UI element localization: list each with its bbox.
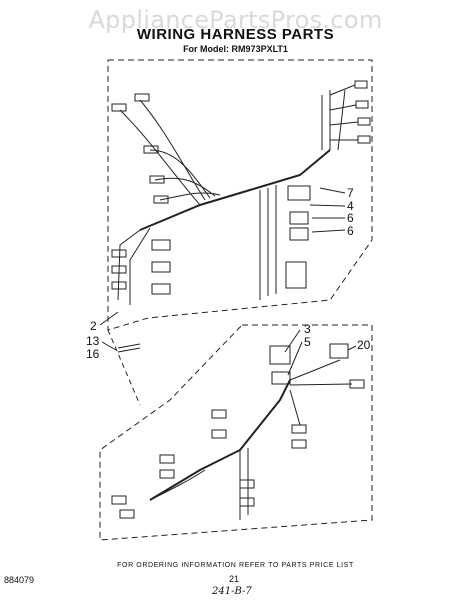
callout-label: 7 (347, 186, 354, 200)
document-number: 884079 (4, 575, 35, 585)
callout-label: 13 (86, 334, 100, 348)
page-number: 21 (229, 574, 240, 584)
handwritten-code: 241-B-7 (212, 586, 252, 597)
lower-main-bundle (149, 379, 291, 501)
callout-label: 20 (357, 338, 371, 352)
watermark: AppliancePartsPros.com (88, 6, 383, 34)
callout-label: 3 (304, 322, 311, 336)
upper-main-bundle (139, 149, 331, 231)
callout-label: 6 (347, 224, 354, 238)
lower-harness-outline (99, 324, 373, 541)
ordering-note: FOR ORDERING INFORMATION REFER TO PARTS … (117, 562, 354, 569)
assembly-link-line (107, 329, 141, 406)
page-title: WIRING HARNESS PARTS (136, 26, 335, 43)
callout-label: 2 (90, 319, 97, 333)
callout-label: 5 (304, 335, 311, 349)
callout-label: 16 (86, 347, 100, 361)
callout-label: 4 (347, 199, 354, 213)
callout-label: 6 (347, 211, 354, 225)
model-subtitle: For Model: RM973PXLT1 (183, 44, 288, 54)
